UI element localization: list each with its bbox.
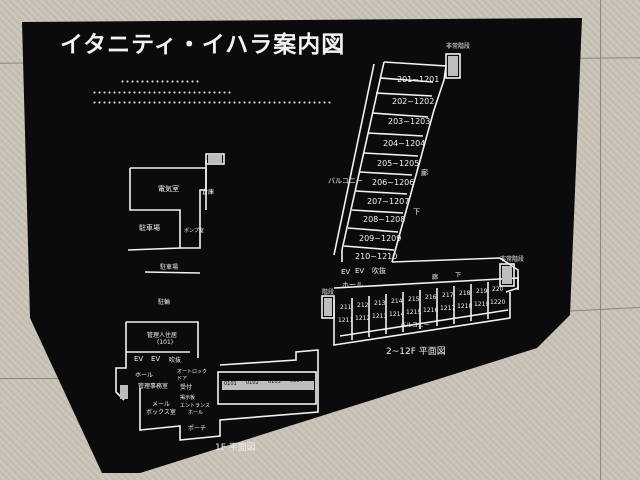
unit-label: 203~1203 <box>388 117 431 126</box>
balcony-label: バルコニー <box>400 322 430 329</box>
unit-label: 0104 <box>290 378 303 384</box>
mailbox-room-label: ボックス室 <box>146 409 176 416</box>
unit-label: 0101 <box>224 381 237 387</box>
manager-residence-label: 管理人住居 <box>147 332 178 339</box>
ev-label: EV <box>151 355 161 363</box>
hall-label: ホール <box>342 281 363 289</box>
reception-label: 受付 <box>180 384 193 391</box>
unit-label: 201~1201 <box>397 75 440 84</box>
unit-label: 212 <box>357 302 369 309</box>
unit-label: 206~1206 <box>372 178 415 187</box>
unit-label: 209~1209 <box>359 234 402 243</box>
unit-label: 1218 <box>457 303 473 310</box>
ev-label: EV <box>341 268 351 276</box>
unit-label: 213 <box>374 300 386 307</box>
balcony-label: バルコニー <box>328 177 363 185</box>
management-office-label: 管理事務室 <box>138 383 169 390</box>
unit-label: 1216 <box>423 307 439 314</box>
manager-residence-number: (101) <box>157 339 174 346</box>
unit-label: 210~1210 <box>355 252 398 261</box>
emergency-stairs-label: 非常階段 <box>446 43 471 50</box>
unit-label: 1219 <box>474 301 490 308</box>
mailbox-room-label: メール <box>152 401 171 408</box>
unit-label: 1212 <box>355 315 371 322</box>
unit-label: 214 <box>391 298 403 305</box>
braille-line <box>92 101 332 104</box>
wall-joint <box>0 378 90 379</box>
braille-line <box>120 80 200 83</box>
shaft-label: 吹抜 <box>169 357 182 364</box>
parking-label: 駐車場 <box>160 264 179 271</box>
pump-room-label: ポンプ室 <box>184 228 204 234</box>
unit-label: 208~1208 <box>363 215 406 224</box>
unit-label: 207~1207 <box>367 197 410 206</box>
unit-label: 220 <box>492 286 504 293</box>
unit-label: 1215 <box>406 309 422 316</box>
corridor-label: 廊 <box>421 169 428 177</box>
auto-lock-label: オートロック <box>177 369 208 375</box>
unit-label: 1211 <box>338 317 354 324</box>
unit-label: 1213 <box>372 313 388 320</box>
parking-label: 駐車場 <box>139 224 160 232</box>
emergency-stairs-label: 非常階段 <box>500 256 525 263</box>
ground-floor-caption: 1F 平面図 <box>215 443 256 453</box>
unit-label: 0103 <box>268 379 281 385</box>
porch-label: ポーチ <box>188 425 207 432</box>
braille-line <box>92 91 232 94</box>
notice-board-label: 掲示板 <box>180 395 196 401</box>
unit-label: 216 <box>425 294 437 301</box>
unit-label: 1214 <box>389 311 405 318</box>
unit-label: 219 <box>476 288 488 295</box>
unit-label: 204~1204 <box>383 139 426 148</box>
unit-label: 211 <box>340 304 352 311</box>
corridor-label: 下 <box>455 272 462 279</box>
unit-label: 1217 <box>440 305 456 312</box>
unit-label: 205~1205 <box>377 159 420 168</box>
sign-title: イタニティ・イハラ案内図 <box>60 32 346 58</box>
unit-label: 217 <box>442 292 454 299</box>
bicycle-parking-label: 駐輪 <box>158 299 171 306</box>
wall-joint <box>600 0 601 480</box>
stairs-label: 階段 <box>322 289 335 296</box>
electric-room-label: 電気室 <box>158 185 179 193</box>
unit-label: 218 <box>459 290 471 297</box>
storage-label: 倉庫 <box>202 189 215 196</box>
hall-label: ホール <box>135 372 154 379</box>
corridor-label: 廊 <box>432 274 439 281</box>
door-label: ドア <box>177 376 188 382</box>
ev-label: EV <box>134 355 144 363</box>
unit-label: 215 <box>408 296 420 303</box>
unit-label: 202~1202 <box>392 97 435 106</box>
entrance-hall-label: ホール <box>188 410 204 416</box>
ev-label: EV <box>355 267 365 275</box>
corridor-label: 下 <box>413 208 420 216</box>
unit-label: 0102 <box>246 380 259 386</box>
shaft-label: 吹抜 <box>372 267 386 275</box>
upper-floor-caption: 2~12F 平面図 <box>386 347 446 357</box>
entrance-hall-label: エントランス <box>180 403 210 409</box>
unit-label: 1220 <box>490 299 506 306</box>
